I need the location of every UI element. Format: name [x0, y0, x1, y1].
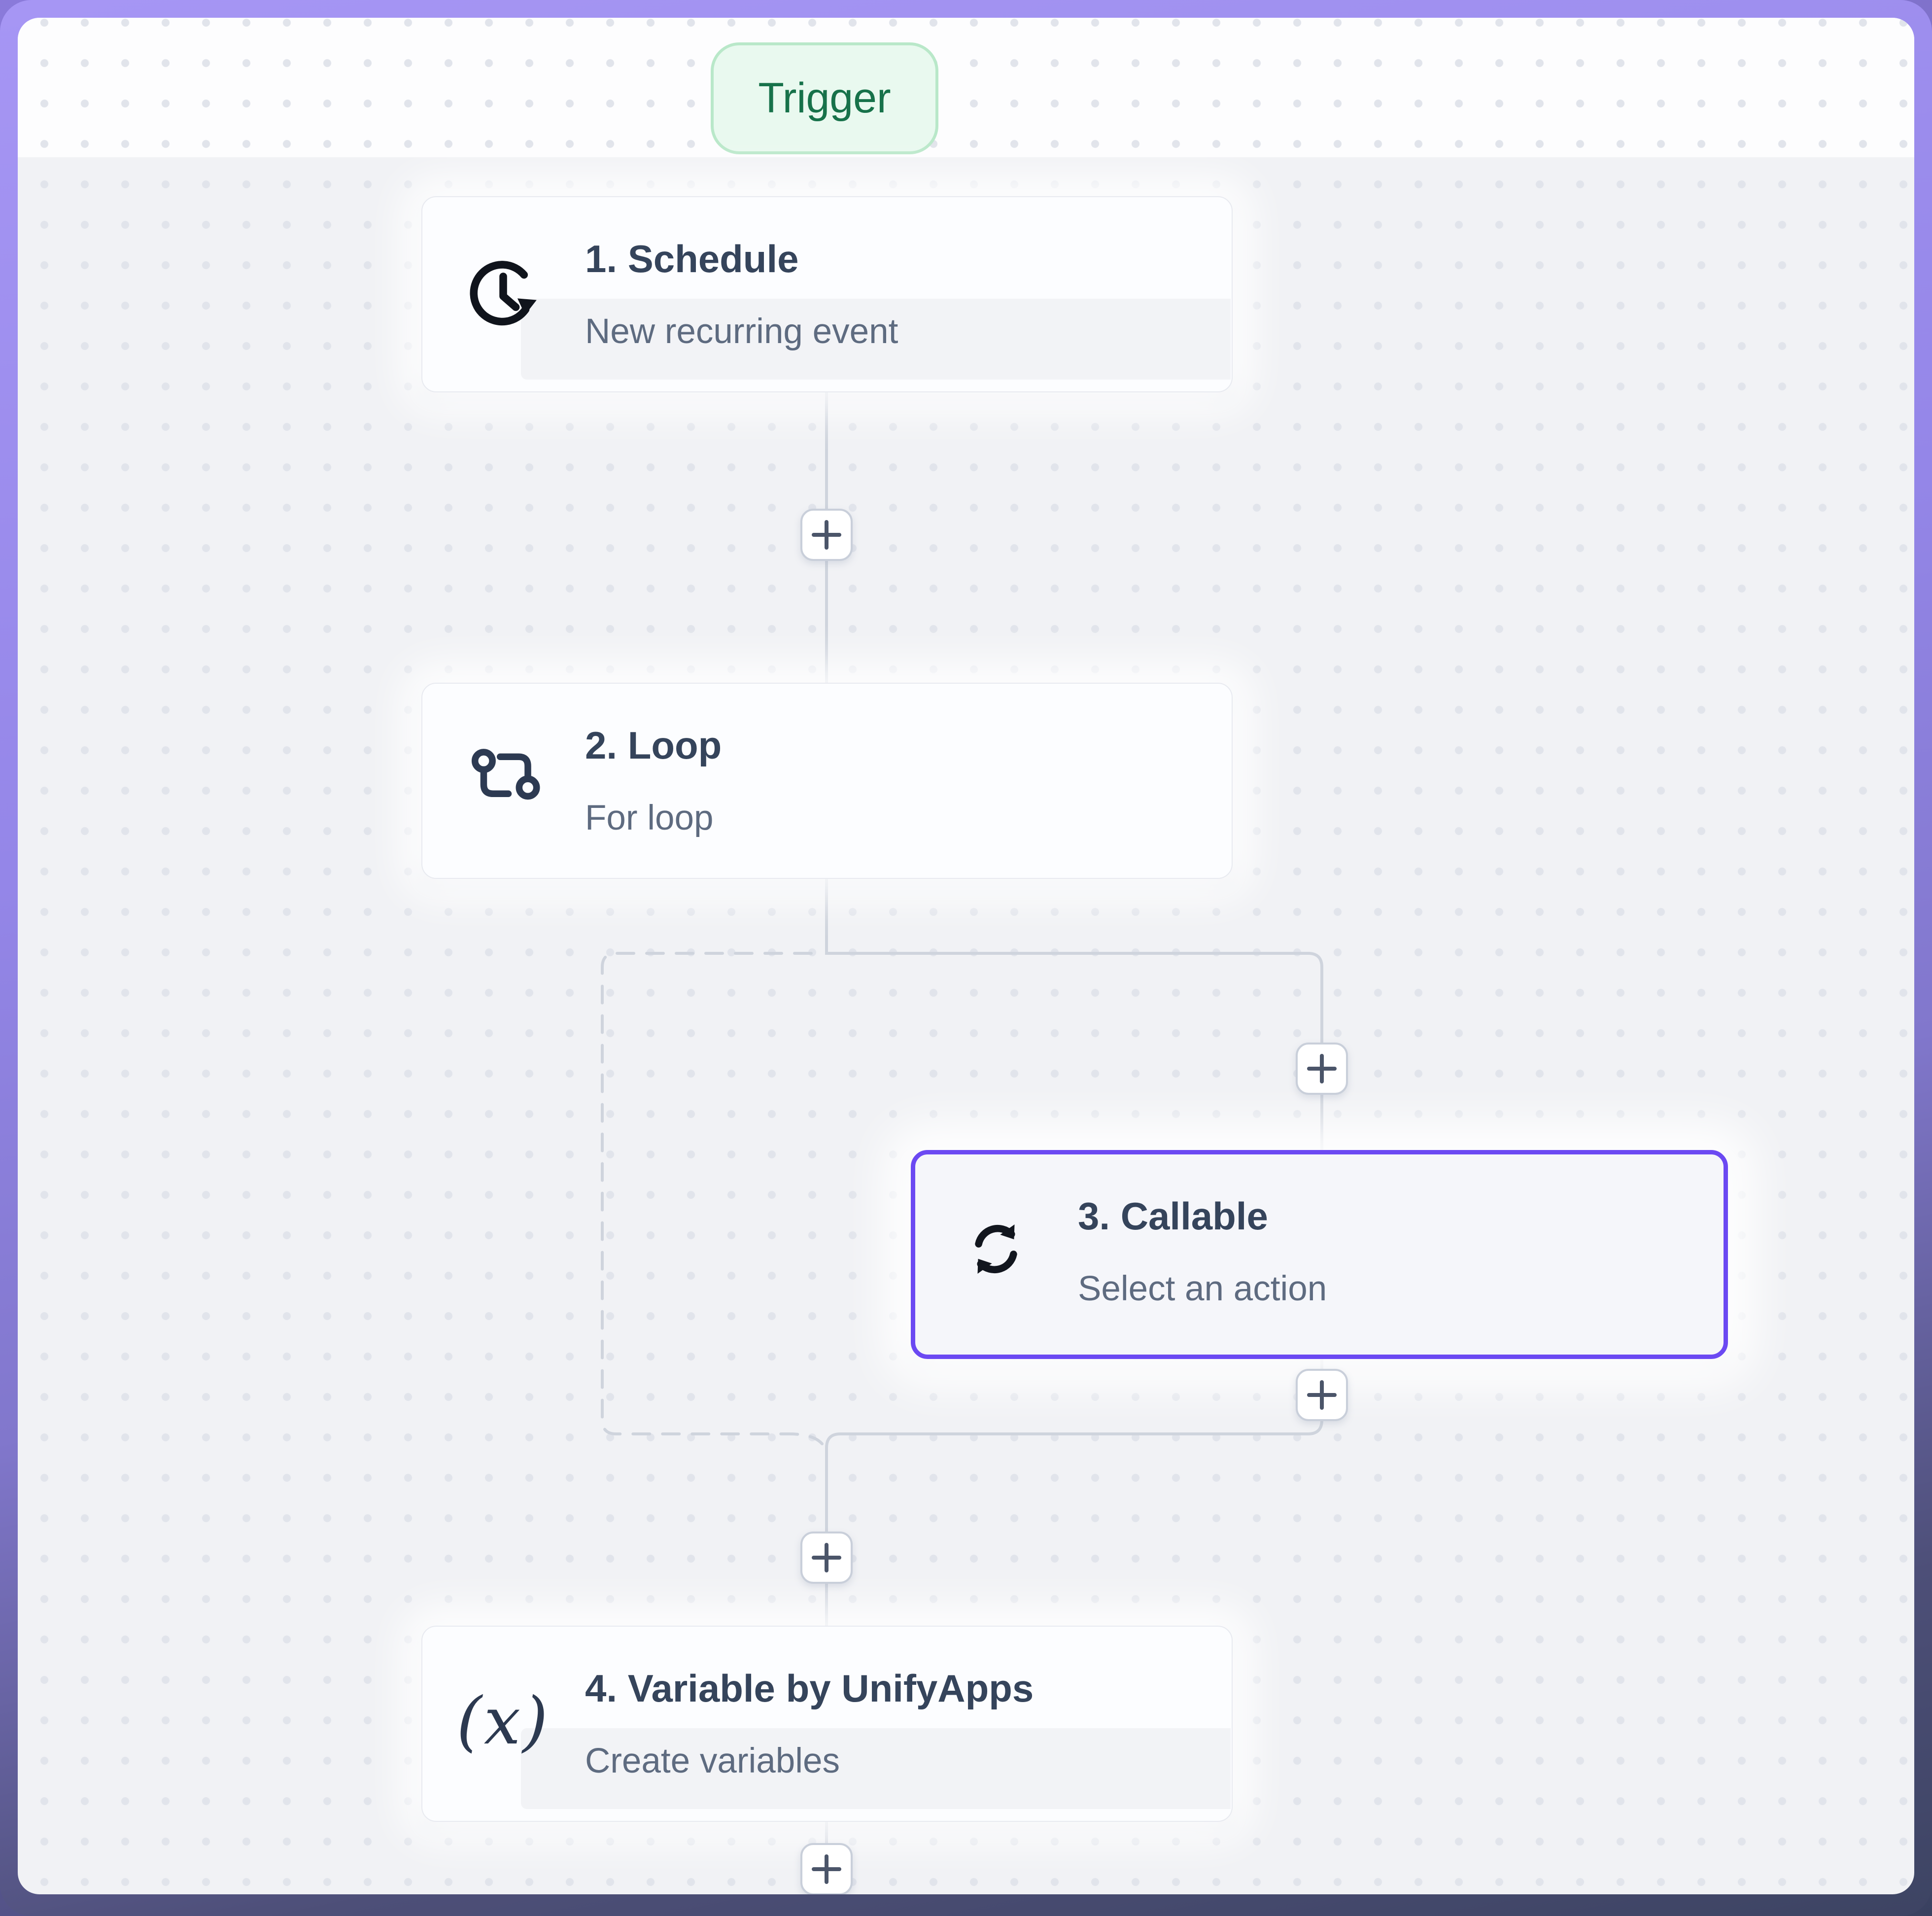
- add-step-button[interactable]: [800, 509, 853, 561]
- loop-body-dashed-path: [601, 952, 824, 1445]
- add-step-button[interactable]: [800, 1532, 853, 1584]
- connector-callable-variable: [825, 1358, 1323, 1627]
- add-step-button[interactable]: [1296, 1369, 1348, 1421]
- node-subtitle: For loop: [585, 799, 714, 837]
- function-variable-icon: (x): [456, 1683, 550, 1759]
- node-card-variable[interactable]: (x) 4. Variable by UnifyApps Create vari…: [421, 1626, 1233, 1822]
- plus-icon: [812, 520, 841, 550]
- trigger-badge: Trigger: [711, 42, 938, 154]
- node-subtitle: Create variables: [585, 1742, 840, 1780]
- connector-loop-callable: [825, 877, 1323, 1151]
- clock-history-icon: [464, 252, 543, 331]
- plus-icon: [812, 1854, 841, 1884]
- loop-icon: [464, 739, 543, 818]
- trigger-badge-label: Trigger: [758, 74, 891, 122]
- plus-icon: [812, 1543, 841, 1572]
- node-title: 1. Schedule: [585, 237, 799, 280]
- node-subtitle: New recurring event: [585, 312, 898, 351]
- node-card-loop[interactable]: 2. Loop For loop: [421, 683, 1233, 879]
- subtitle-band: [521, 1728, 1231, 1809]
- node-card-schedule[interactable]: 1. Schedule New recurring event: [421, 196, 1233, 392]
- node-title: 4. Variable by UnifyApps: [585, 1667, 1034, 1710]
- trigger-lane: [18, 18, 1914, 157]
- subtitle-band: [521, 299, 1231, 380]
- node-subtitle: Select an action: [1078, 1269, 1327, 1308]
- add-step-button[interactable]: [1296, 1043, 1348, 1095]
- plus-icon: [1307, 1380, 1337, 1410]
- plus-icon: [1307, 1054, 1337, 1083]
- node-card-callable[interactable]: 3. Callable Select an action: [911, 1150, 1728, 1359]
- workflow-canvas[interactable]: Trigger 1. Schedule New recurring event: [18, 18, 1914, 1894]
- sync-icon: [957, 1210, 1035, 1289]
- node-title: 3. Callable: [1078, 1194, 1268, 1238]
- add-step-button[interactable]: [800, 1843, 853, 1894]
- node-title: 2. Loop: [585, 724, 722, 767]
